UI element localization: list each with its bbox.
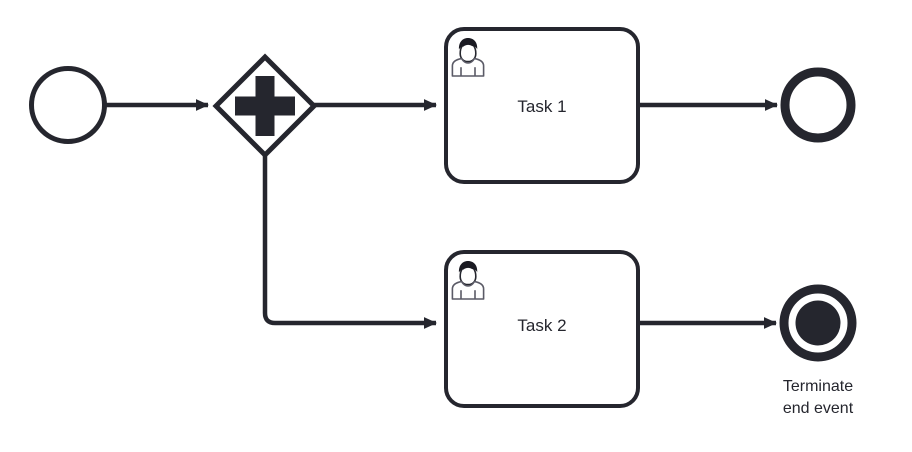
parallel-gateway[interactable] xyxy=(212,53,318,159)
terminate-event-inner-disc xyxy=(795,300,841,346)
connector-layer xyxy=(106,99,778,329)
start-event-circle xyxy=(29,66,107,144)
task-2[interactable]: Task 2 xyxy=(444,250,640,408)
task-2-box xyxy=(444,250,640,408)
flow-gateway-to-task2[interactable] xyxy=(262,156,437,329)
task-1[interactable]: Task 1 xyxy=(444,27,640,184)
plus-icon xyxy=(235,76,295,136)
terminate-end-event-label: Terminate end event xyxy=(783,378,854,417)
terminate-label-line-1: Terminate xyxy=(783,378,853,395)
task-2-label: Task 2 xyxy=(517,316,566,335)
terminate-end-event[interactable] xyxy=(779,284,857,362)
terminate-label-line-2: end event xyxy=(783,400,854,417)
end-event[interactable] xyxy=(780,67,856,143)
task-1-label: Task 1 xyxy=(517,97,566,116)
start-event[interactable] xyxy=(29,66,107,144)
end-event-circle xyxy=(780,67,856,143)
task-1-box xyxy=(444,27,640,184)
